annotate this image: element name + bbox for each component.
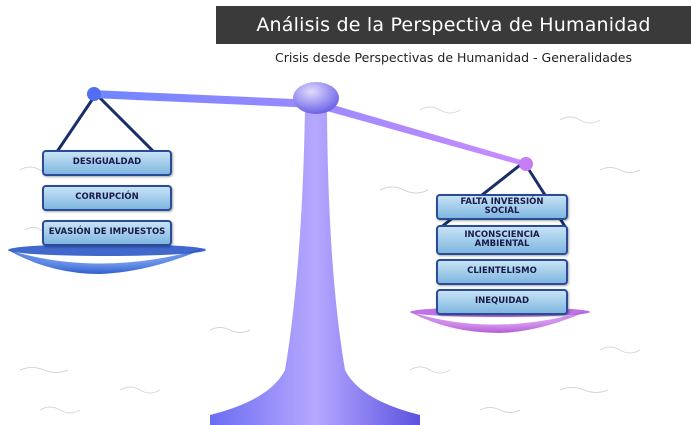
left-pan-item: EVASIÓN DE IMPUESTOS: [42, 220, 172, 246]
left-pan-item: CORRUPCIÓN: [42, 185, 172, 211]
background-texture: [19, 106, 641, 414]
scale-knob: [293, 82, 339, 114]
balance-scale-illustration: DESIGUALDAD CORRUPCIÓN EVASIÓN DE IMPUES…: [0, 70, 691, 425]
left-beam-end: [87, 87, 101, 101]
right-pan-item: INEQUIDAD: [436, 289, 568, 315]
right-pan: [410, 310, 590, 333]
scale-pillar: [210, 110, 420, 425]
left-pan-item: DESIGUALDAD: [42, 150, 172, 176]
right-pan-item: INCONSCIENCIA AMBIENTAL: [436, 225, 568, 255]
slide-title: Análisis de la Perspectiva de Humanidad: [216, 6, 691, 44]
slide-subtitle: Crisis desde Perspectivas de Humanidad -…: [274, 50, 632, 65]
right-pan-item: FALTA INVERSIÓN SOCIAL: [436, 194, 568, 220]
right-pan-item: CLIENTELISMO: [436, 259, 568, 285]
right-beam-end: [519, 157, 533, 171]
balance-scale-graphic: [8, 82, 641, 425]
left-pan: [8, 248, 206, 274]
